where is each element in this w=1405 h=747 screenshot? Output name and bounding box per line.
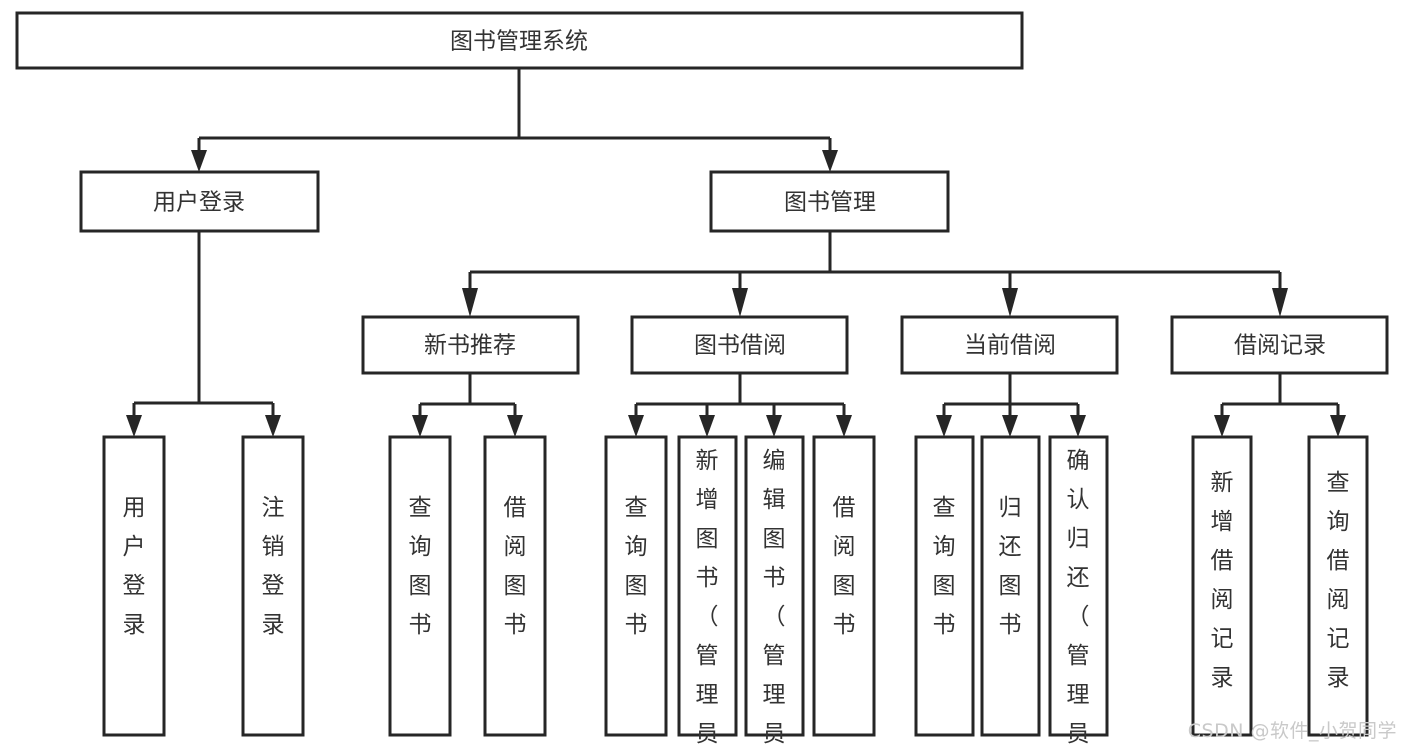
- csdn-watermark: CSDN @软件_小贺同学: [1187, 720, 1397, 742]
- arrow-head-bb-leaf2: [699, 415, 715, 437]
- leaf-bb-borrow-book-label: 借阅图书: [833, 495, 856, 638]
- arrow-head-cb-leaf3: [1070, 415, 1086, 437]
- node-root[interactable]: 图书管理系统: [15, 11, 1024, 70]
- node-user-login-label: 用户登录: [153, 190, 245, 216]
- leaf-cb-return-book-label: 归还图书: [999, 495, 1022, 638]
- arrow-head-nb-leaf2: [507, 415, 523, 437]
- node-borrow-record-label: 借阅记录: [1234, 333, 1326, 359]
- leaf-node[interactable]: 查询图书: [604, 435, 668, 737]
- leaf-node[interactable]: 归还图书: [980, 435, 1041, 737]
- arrow-head-br-leaf2: [1330, 415, 1346, 437]
- leaf-cb-confirm-return-label: 确认归还（管理员）: [1067, 448, 1090, 747]
- node-root-label: 图书管理系统: [450, 29, 588, 55]
- leaf-br-add-record-box[interactable]: [1191, 435, 1253, 737]
- leaf-user-login-label: 用户登录: [123, 495, 146, 638]
- leaf-node[interactable]: 用户登录: [102, 435, 166, 737]
- leaf-nb-query-book-box[interactable]: [388, 435, 452, 737]
- leaf-node[interactable]: 查询图书: [388, 435, 452, 737]
- node-book-borrow[interactable]: 图书借阅: [630, 315, 849, 375]
- arrow-head-nb-leaf1: [412, 415, 428, 437]
- arrow-head-borrow-record: [1272, 288, 1288, 317]
- leaf-node[interactable]: 借阅图书: [812, 435, 876, 737]
- leaf-cb-query-book-box[interactable]: [914, 435, 975, 737]
- leaf-node[interactable]: 查询图书: [914, 435, 975, 737]
- arrow-head-user-login: [191, 150, 207, 172]
- leaf-bb-query-book-label: 查询图书: [625, 495, 648, 638]
- node-book-manage-box[interactable]: [709, 170, 950, 233]
- leaf-node[interactable]: 注销登录: [241, 435, 305, 737]
- leaf-cb-confirm-return-box[interactable]: [1048, 435, 1109, 737]
- leaf-node[interactable]: 编辑图书（管理员）: [744, 435, 805, 747]
- node-current-borrow[interactable]: 当前借阅: [900, 315, 1119, 375]
- node-current-borrow-label: 当前借阅: [964, 333, 1056, 359]
- arrow-head-cb-leaf2: [1002, 415, 1018, 437]
- arrow-head-new-book: [462, 288, 478, 317]
- node-book-manage-label: 图书管理: [784, 190, 876, 216]
- node-root-box[interactable]: [15, 11, 1024, 70]
- node-new-book-recommend-box[interactable]: [361, 315, 580, 375]
- leaf-node[interactable]: 借阅图书: [483, 435, 547, 737]
- arrow-head-cb-leaf1: [936, 415, 952, 437]
- leaf-bb-borrow-book-box[interactable]: [812, 435, 876, 737]
- node-user-login[interactable]: 用户登录: [79, 170, 320, 233]
- leaf-bb-edit-book-box[interactable]: [744, 435, 805, 737]
- leaf-bb-add-book-label: 新增图书（管理员）: [696, 448, 719, 747]
- leaf-br-query-record-label: 查询借阅记录: [1327, 470, 1350, 691]
- node-new-book-recommend-label: 新书推荐: [424, 333, 516, 359]
- leaf-node[interactable]: 新增图书（管理员）: [677, 435, 738, 747]
- node-book-borrow-box[interactable]: [630, 315, 849, 375]
- leaf-br-query-record-box[interactable]: [1307, 435, 1369, 737]
- arrow-head-bb-leaf4: [836, 415, 852, 437]
- node-new-book-recommend[interactable]: 新书推荐: [361, 315, 580, 375]
- leaf-bb-add-book-box[interactable]: [677, 435, 738, 737]
- leaf-bb-query-book-box[interactable]: [604, 435, 668, 737]
- node-current-borrow-box[interactable]: [900, 315, 1119, 375]
- arrow-head-book-manage: [822, 150, 838, 172]
- arrow-head-ul-leaf2: [265, 415, 281, 437]
- leaf-logout-label: 注销登录: [262, 495, 285, 638]
- leaf-nb-borrow-book-label: 借阅图书: [504, 495, 527, 638]
- node-borrow-record[interactable]: 借阅记录: [1170, 315, 1389, 375]
- arrow-head-book-borrow: [732, 288, 748, 317]
- node-book-borrow-label: 图书借阅: [694, 333, 786, 359]
- node-user-login-box[interactable]: [79, 170, 320, 233]
- leaf-bb-edit-book-label: 编辑图书（管理员）: [763, 448, 786, 747]
- connector-group: [126, 68, 1346, 437]
- leaf-node[interactable]: 查询借阅记录: [1307, 435, 1369, 737]
- arrow-head-current-borrow: [1002, 288, 1018, 317]
- leaf-user-login-box[interactable]: [102, 435, 166, 737]
- leaf-cb-return-book-box[interactable]: [980, 435, 1041, 737]
- leaf-node[interactable]: 确认归还（管理员）: [1048, 435, 1109, 747]
- arrow-head-br-leaf1: [1214, 415, 1230, 437]
- leaf-node[interactable]: 新增借阅记录: [1191, 435, 1253, 737]
- leaf-nb-borrow-book-box[interactable]: [483, 435, 547, 737]
- arrow-head-bb-leaf3: [766, 415, 782, 437]
- node-borrow-record-box[interactable]: [1170, 315, 1389, 375]
- leaf-cb-query-book-label: 查询图书: [933, 495, 956, 638]
- leaf-nb-query-book-label: 查询图书: [409, 495, 432, 638]
- leaf-logout-box[interactable]: [241, 435, 305, 737]
- arrow-head-bb-leaf1: [628, 415, 644, 437]
- node-book-manage[interactable]: 图书管理: [709, 170, 950, 233]
- arrow-head-ul-leaf1: [126, 415, 142, 437]
- leaf-br-add-record-label: 新增借阅记录: [1211, 470, 1234, 691]
